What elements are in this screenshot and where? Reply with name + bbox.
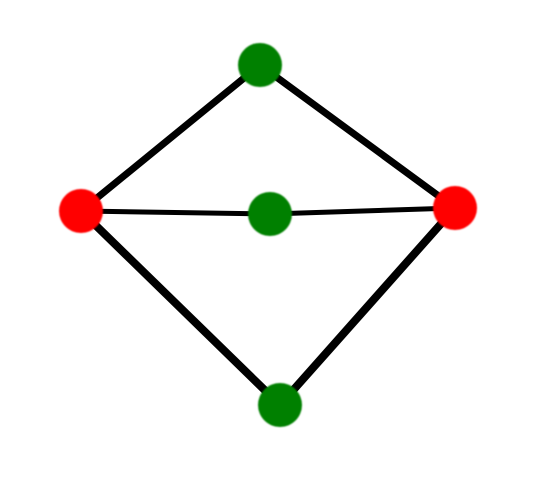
edge-middle-right <box>267 205 458 217</box>
edge-bottom-right <box>276 204 459 409</box>
edge-left-middle <box>78 208 273 217</box>
edge-top-right <box>256 61 459 212</box>
edge-left-bottom <box>77 207 284 409</box>
node-left-red <box>59 189 103 233</box>
node-right-red <box>433 186 477 230</box>
node-top-green <box>238 43 282 87</box>
node-middle-green <box>248 192 292 236</box>
edge-left-top <box>77 61 264 215</box>
edges-layer <box>77 61 459 409</box>
nodes-layer <box>59 43 477 427</box>
node-bottom-green <box>258 383 302 427</box>
